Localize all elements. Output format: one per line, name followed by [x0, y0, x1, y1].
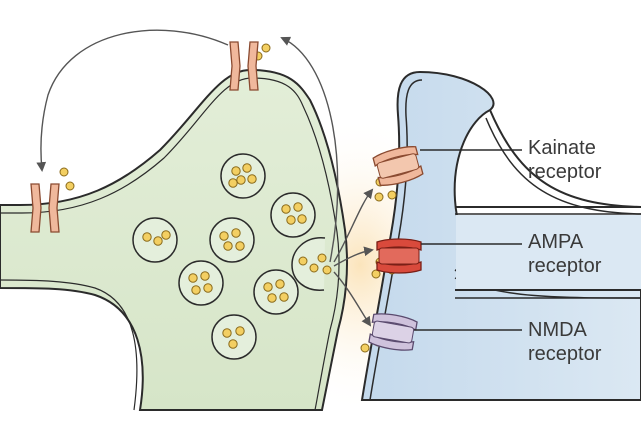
synaptic-vesicle: [212, 315, 256, 359]
nmda-label-line1: NMDA: [528, 318, 601, 342]
synaptic-vesicle: [210, 218, 254, 262]
ampa-label-line1: AMPA: [528, 230, 601, 254]
kainate-label-line1: Kainate: [528, 136, 601, 160]
synaptic-vesicle: [254, 270, 298, 314]
ampa-receptor-post: [377, 239, 421, 273]
kainate-label-line2: receptor: [528, 160, 601, 184]
nmda-label-line2: receptor: [528, 342, 601, 366]
kainate-receptor-label: Kainate receptor: [528, 136, 601, 184]
ampa-receptor-label: AMPA receptor: [528, 230, 601, 278]
synaptic-vesicle: [179, 261, 223, 305]
nmda-receptor-label: NMDA receptor: [528, 318, 601, 366]
ampa-label-line2: receptor: [528, 254, 601, 278]
synaptic-vesicle: [271, 193, 315, 237]
